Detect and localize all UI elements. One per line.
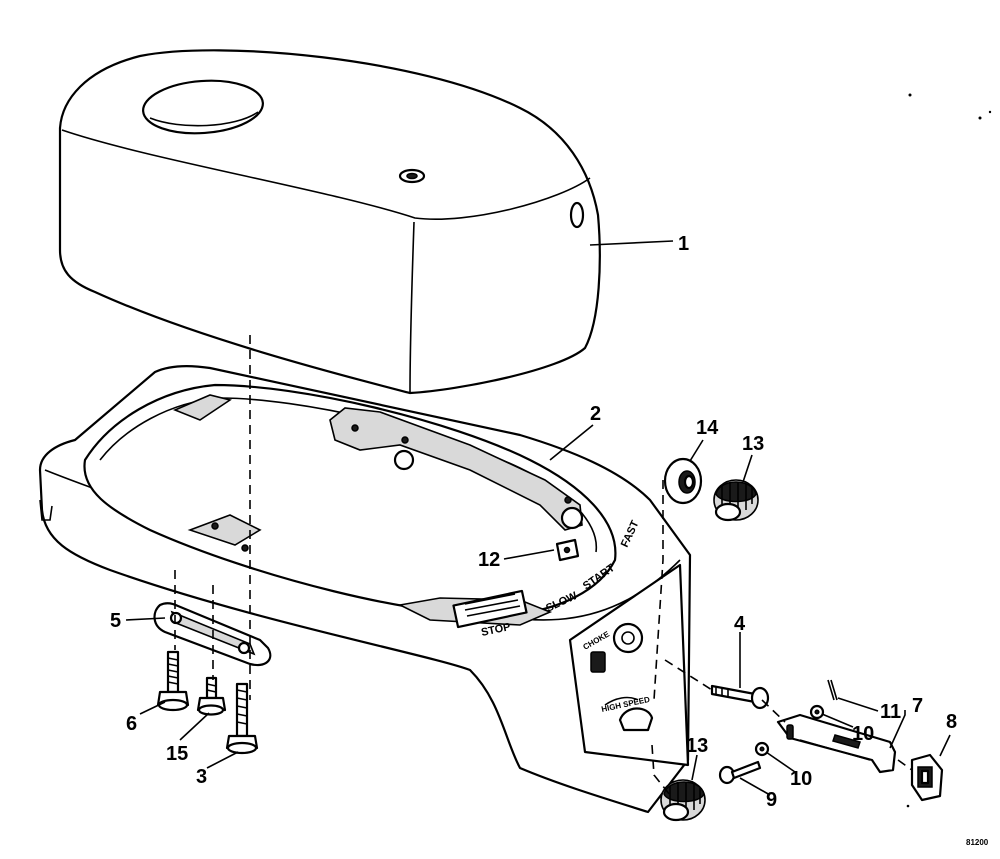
callout-13b: 13 — [686, 735, 708, 757]
callout-9: 9 — [766, 789, 777, 811]
part-3-screw — [225, 682, 259, 755]
callout-14: 14 — [696, 417, 719, 439]
leader-lines — [125, 240, 951, 796]
callout-15: 15 — [166, 743, 188, 765]
assembly-lines — [174, 335, 913, 796]
motor-cover — [58, 49, 601, 395]
callout-3: 3 — [196, 766, 207, 788]
figure-code: 81200 — [966, 838, 989, 847]
callout-11: 11 — [880, 701, 901, 723]
part-9-pin — [718, 760, 762, 785]
callout-2: 2 — [590, 403, 601, 425]
callout-8: 8 — [946, 711, 957, 733]
callout-4: 4 — [734, 613, 746, 635]
lower-motor-cover — [38, 365, 692, 814]
callout-13a: 13 — [742, 433, 764, 455]
part-11-cotter-pin — [827, 679, 838, 701]
part-14-bushing — [663, 457, 703, 505]
callout-6: 6 — [126, 713, 137, 735]
scan-specks — [906, 93, 992, 808]
part-13-knob-lower — [660, 779, 706, 822]
part-6-screw — [156, 650, 190, 712]
part-10-washer-a — [809, 704, 825, 720]
part-10-washer-b — [754, 741, 770, 757]
part-13-knob-upper — [713, 479, 759, 522]
callout-7: 7 — [912, 695, 923, 717]
part-12-clip — [555, 538, 580, 562]
callout-10a: 10 — [852, 723, 874, 745]
callout-10b: 10 — [790, 768, 812, 790]
callout-1: 1 — [678, 233, 689, 255]
callout-numbers: 1 2 3 4 5 6 7 8 9 10 10 11 12 13 13 14 1… — [110, 233, 957, 811]
part-8-clip — [910, 753, 944, 802]
callout-12: 12 — [478, 549, 500, 571]
part-4-bolt — [710, 684, 770, 710]
part-15-screw — [196, 676, 227, 716]
callout-5: 5 — [110, 610, 121, 632]
part-7-lever — [776, 713, 897, 774]
